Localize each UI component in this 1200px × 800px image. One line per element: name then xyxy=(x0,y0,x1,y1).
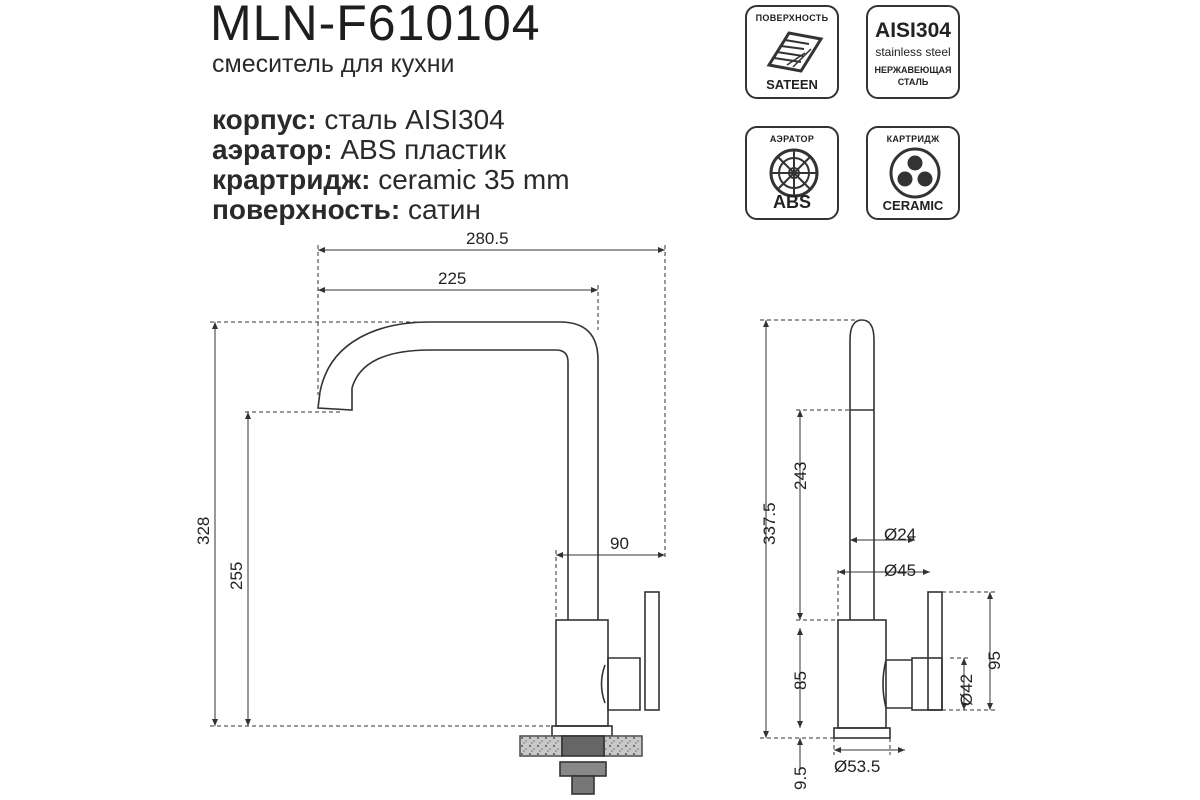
dim-base-height: 9.5 xyxy=(791,766,810,790)
side-handle xyxy=(911,657,943,711)
front-view xyxy=(317,321,660,795)
front-shank xyxy=(561,735,605,757)
front-countertop-left xyxy=(519,735,563,757)
dim-body-height: 85 xyxy=(791,671,810,690)
brushed-surface-icon xyxy=(766,31,824,73)
spec-value: ceramic 35 mm xyxy=(378,164,570,195)
dim-body-diameter: Ø45 xyxy=(884,561,916,580)
product-model: MLN-F610104 xyxy=(210,0,541,51)
side-base xyxy=(833,727,891,739)
front-body xyxy=(555,619,609,727)
dim-base-diameter: Ø53.5 xyxy=(834,757,880,776)
dim-handle-height: 95 xyxy=(985,651,1004,670)
side-lever xyxy=(927,591,943,711)
spec-value: ABS пластик xyxy=(340,134,506,165)
front-lever xyxy=(644,591,660,711)
aerator-badge-title: АЭРАТОР xyxy=(769,134,815,144)
product-subtitle: смеситель для кухни xyxy=(212,50,455,78)
side-view xyxy=(833,319,943,739)
front-countertop-right xyxy=(603,735,643,757)
front-mount-nut xyxy=(559,761,607,777)
front-spout-outer xyxy=(319,321,599,620)
spec-label: поверхность: xyxy=(212,194,401,225)
side-dimensions xyxy=(760,319,995,770)
steel-badge: AISI304 stainless steel НЕРЖАВЕЮЩАЯ СТАЛ… xyxy=(866,5,960,99)
steel-badge-note1: НЕРЖАВЕЮЩАЯ xyxy=(874,65,952,75)
front-handle xyxy=(607,657,641,711)
spec-value: сатин xyxy=(408,194,481,225)
front-dimensions xyxy=(210,245,666,727)
aerator-badge-label: ABS xyxy=(772,192,811,212)
side-handle-cap xyxy=(882,659,887,709)
steel-badge-sub: stainless steel xyxy=(875,45,951,59)
side-dimension-labels: 337.5 243 Ø24 Ø45 85 95 Ø42 9.5 Ø53.5 xyxy=(760,462,1004,790)
dim-handle-offset: 90 xyxy=(610,534,629,553)
spec-label: корпус: xyxy=(212,104,317,135)
aerator-badge: АЭРАТОР ABS xyxy=(745,126,839,220)
dim-height-total: 328 xyxy=(194,517,213,545)
spec-row-surface: поверхность: сатин xyxy=(212,195,570,225)
dim-spout-length: 243 xyxy=(791,462,810,490)
cartridge-icon xyxy=(889,147,941,199)
dim-spout-reach: 225 xyxy=(438,269,466,288)
front-dimension-labels: 280.5 225 328 255 90 xyxy=(194,229,629,590)
dim-spout-height: 255 xyxy=(227,562,246,590)
front-handle-cap xyxy=(600,664,606,704)
dim-side-height-total: 337.5 xyxy=(760,502,779,545)
surface-badge-title: ПОВЕРХНОСТЬ xyxy=(755,13,829,23)
front-mount-stud xyxy=(571,775,595,795)
steel-badge-main: AISI304 xyxy=(875,19,951,42)
spec-row-aerator: аэратор: ABS пластик xyxy=(212,135,570,165)
surface-badge: ПОВЕРХНОСТЬ SATEEN xyxy=(745,5,839,99)
spec-row-body: корпус: сталь AISI304 xyxy=(212,105,570,135)
surface-badge-label: SATEEN xyxy=(766,77,818,92)
front-spout-inner xyxy=(351,349,569,620)
spec-label: крартридж: xyxy=(212,164,371,195)
spec-list: корпус: сталь AISI304 аэратор: ABS пласт… xyxy=(212,105,570,225)
side-spout xyxy=(849,319,875,620)
dim-spout-diameter: Ø24 xyxy=(884,525,916,544)
cartridge-badge-title: КАРТРИДЖ xyxy=(886,134,940,144)
cartridge-badge: КАРТРИДЖ CERAMIC xyxy=(866,126,960,220)
steel-badge-note2: СТАЛЬ xyxy=(897,77,929,87)
dim-overall-reach: 280.5 xyxy=(466,229,509,248)
aerator-icon xyxy=(769,148,819,198)
side-body xyxy=(837,619,887,729)
spec-value: сталь AISI304 xyxy=(324,104,505,135)
spec-label: аэратор: xyxy=(212,134,333,165)
front-base-plate xyxy=(551,725,613,737)
cartridge-badge-label: CERAMIC xyxy=(882,198,944,213)
front-aerator xyxy=(317,388,353,411)
dim-handle-diameter: Ø42 xyxy=(957,674,976,706)
spec-row-cartridge: крартридж: ceramic 35 mm xyxy=(212,165,570,195)
